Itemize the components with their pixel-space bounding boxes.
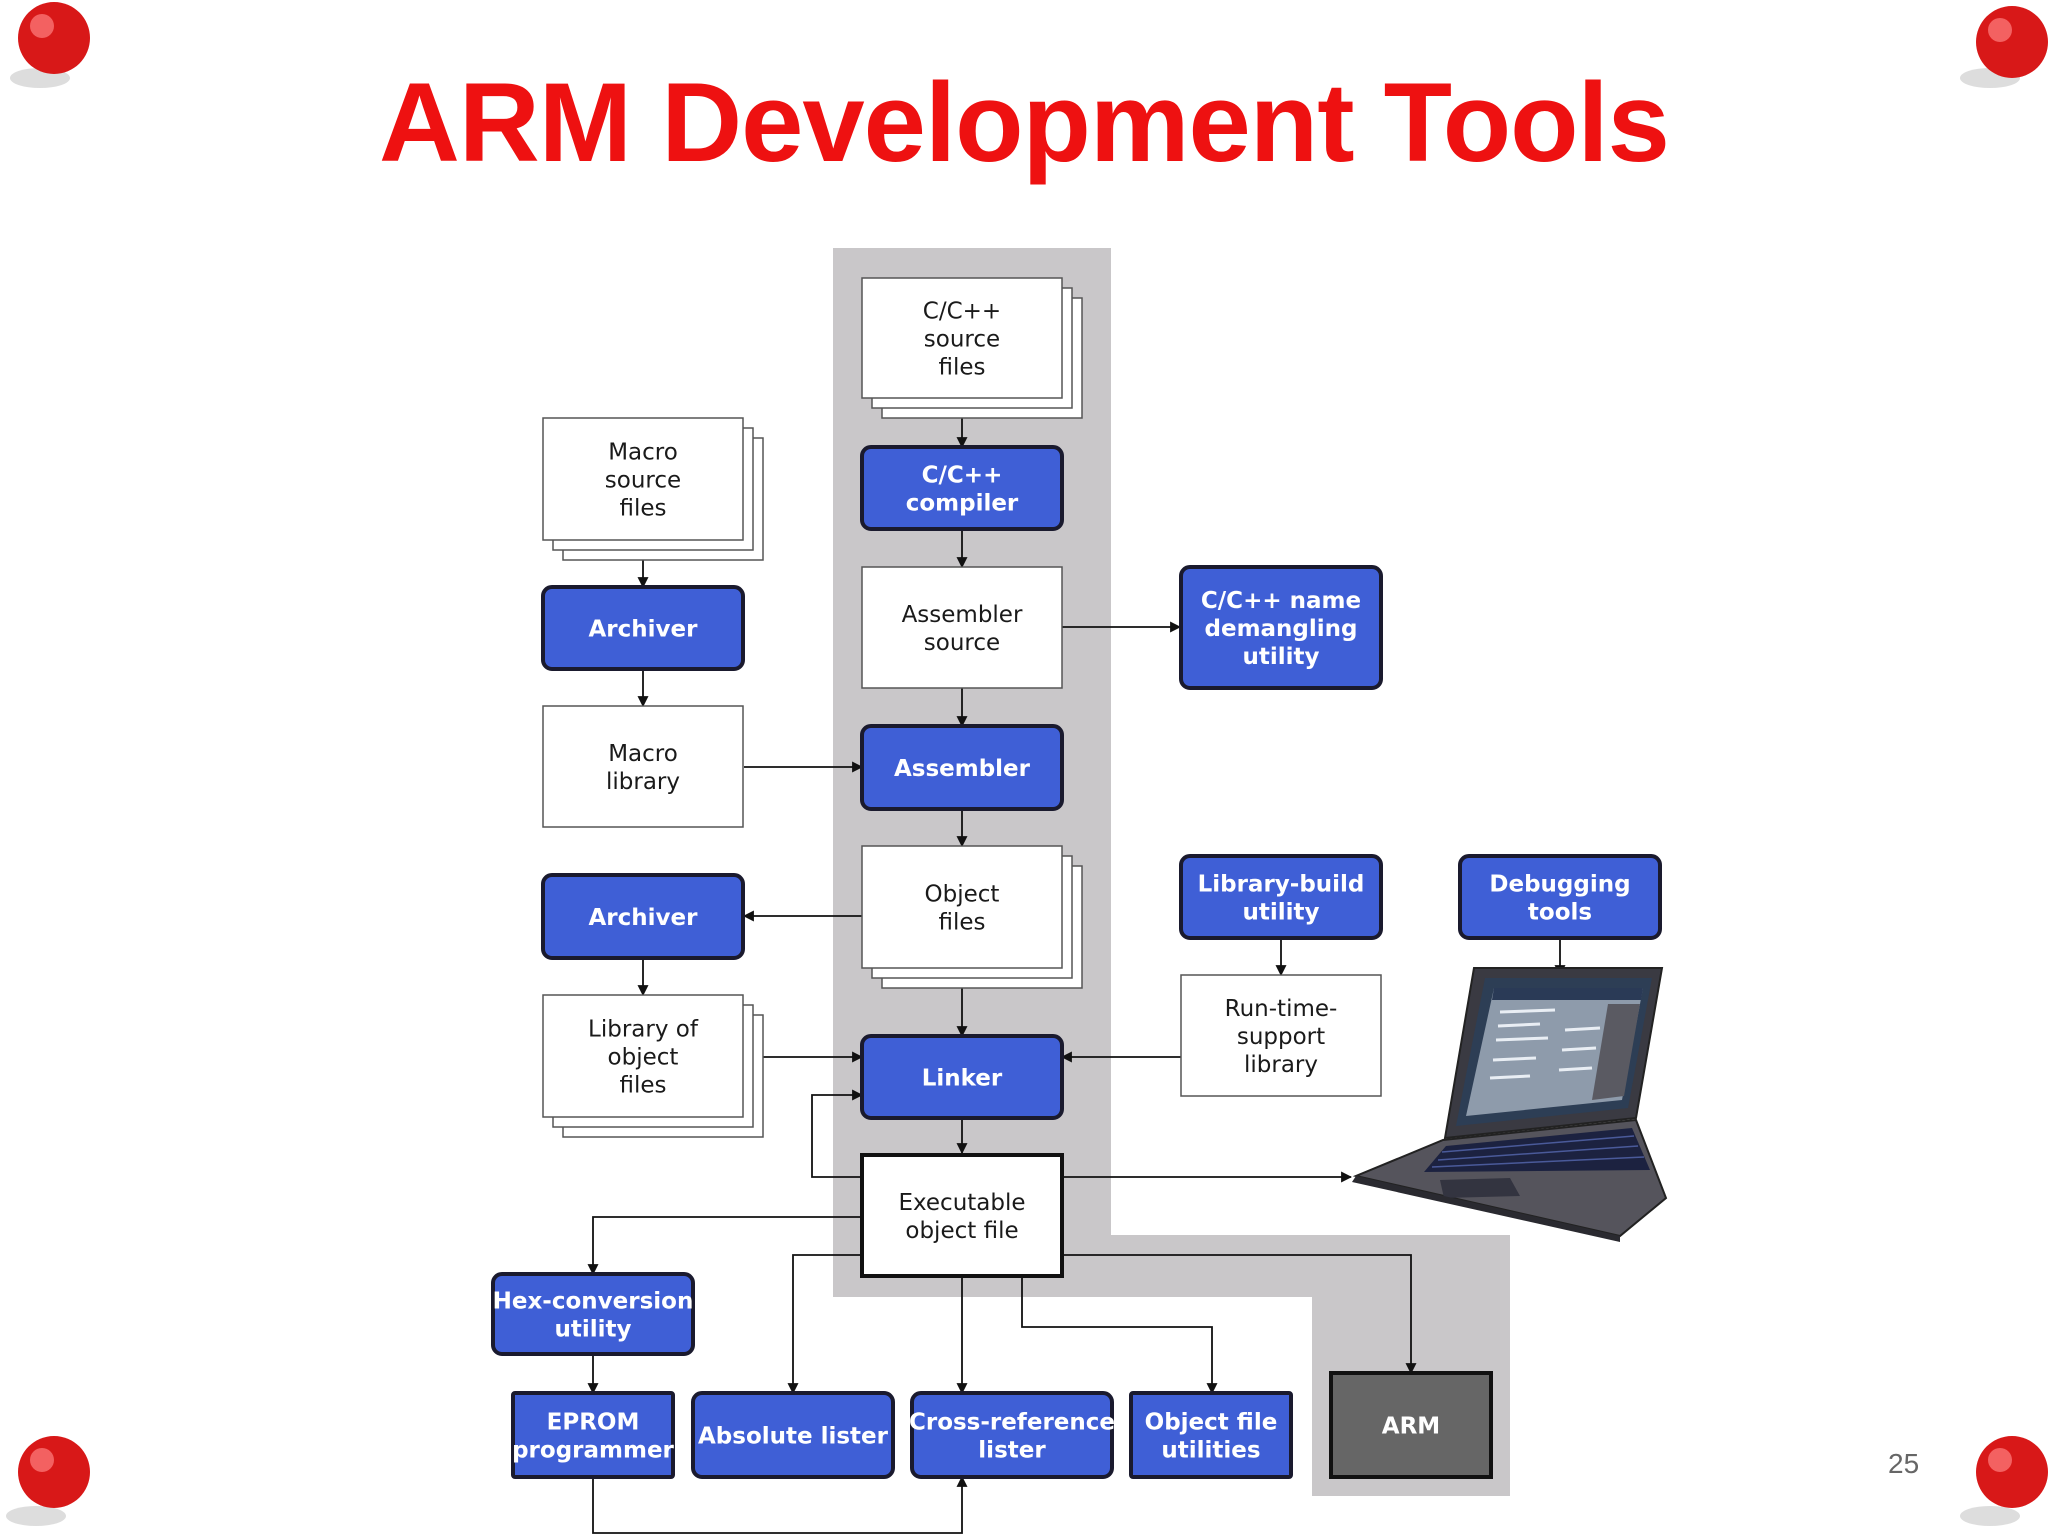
absolute-lister-node: Absolute lister xyxy=(691,1391,895,1479)
pushpin-icon xyxy=(6,1436,90,1526)
assembler-node: Assembler xyxy=(860,724,1064,811)
laptop-icon xyxy=(1352,967,1668,1242)
pushpin-icon xyxy=(1960,6,2048,88)
archiver-mid-node-label: Archiver xyxy=(589,905,699,931)
linker-node: Linker xyxy=(860,1034,1064,1120)
archiver-top-node: Archiver xyxy=(541,585,745,671)
pushpin-icon xyxy=(1960,1436,2048,1526)
absolute-lister-node-label: Absolute lister xyxy=(698,1423,889,1449)
slide-number: 25 xyxy=(1888,1448,1920,1479)
linker-node-label: Linker xyxy=(922,1065,1003,1091)
cpp-compiler-node: C/C++compiler xyxy=(860,445,1064,531)
cpp-compiler-node-label: C/C++compiler xyxy=(906,462,1019,516)
pushpin-icon xyxy=(10,2,90,88)
arm-target-node: ARM xyxy=(1329,1371,1493,1479)
arm-target-node-label: ARM xyxy=(1382,1413,1440,1439)
archiver-top-node-label: Archiver xyxy=(589,616,699,642)
assembler-node-label: Assembler xyxy=(894,756,1031,782)
slide-title: ARM Development Tools xyxy=(379,60,1670,185)
archiver-mid-node: Archiver xyxy=(541,873,745,960)
